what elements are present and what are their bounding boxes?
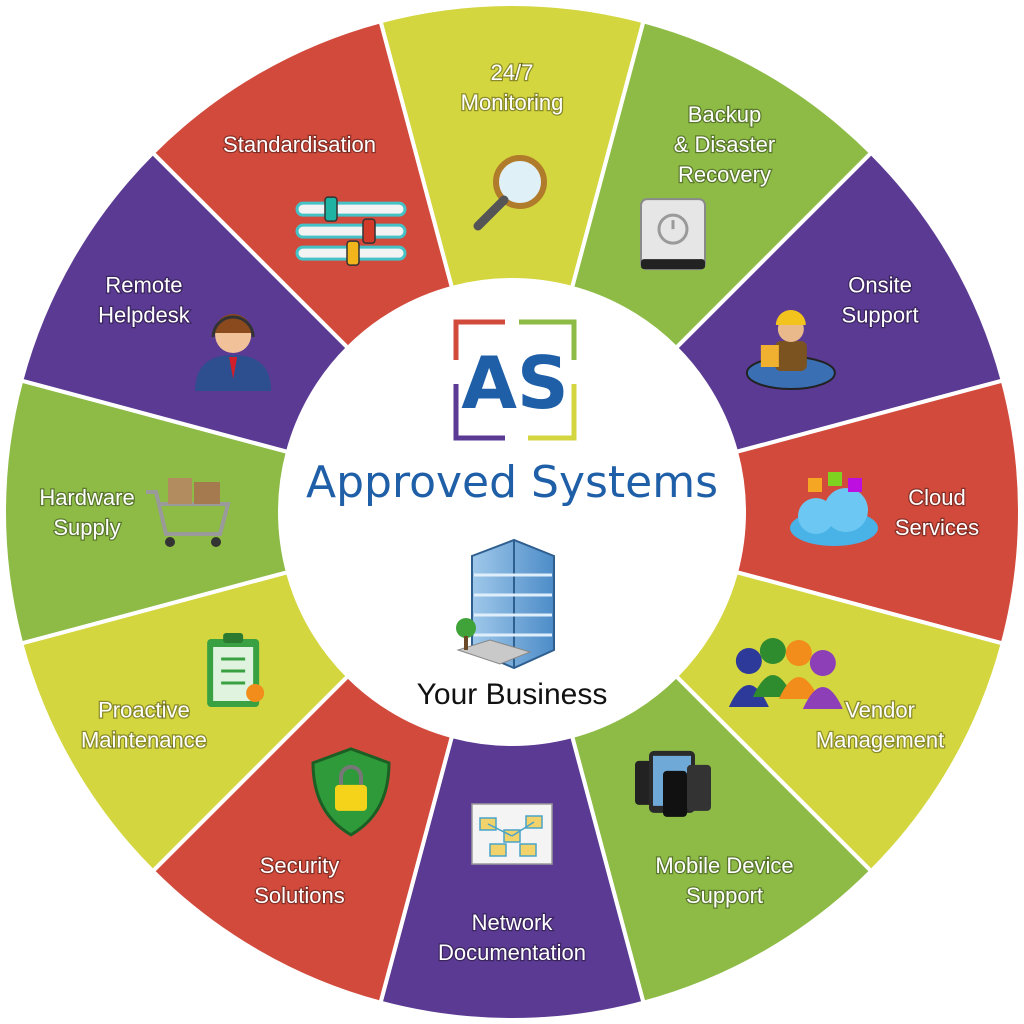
cloud-icon [790,472,878,546]
network-diagram-icon [471,803,553,865]
segment-label: Vendor [845,698,915,723]
segment-label: Standardisation [223,132,376,157]
segment-label: Supply [53,515,120,540]
mobile-devices-icon [635,750,711,817]
center-caption: Your Business [417,678,608,711]
segment-label: Monitoring [461,90,564,115]
segment-label: 24/7 [491,60,534,85]
logo-mark: AS [461,341,569,425]
segment-label: Hardware [39,485,134,510]
segment-label: Maintenance [81,728,207,753]
segment-label: Management [816,728,944,753]
segment-label: Network [472,910,554,935]
building-icon [456,538,555,670]
segment-label: Helpdesk [98,303,191,328]
segment-label: Cloud [908,485,965,510]
segment-label: Security [260,853,339,878]
sliders-icon [295,196,407,266]
technician-icon [745,310,836,390]
service-icons [146,155,878,865]
segment-label: Proactive [98,698,190,723]
segment-label: Support [842,303,919,328]
segment-label: Recovery [678,162,771,187]
segment-label: & Disaster [674,132,775,157]
segment-label: Support [686,883,763,908]
people-group-icon [728,638,843,709]
helpdesk-agent-icon [195,314,272,391]
brand-name: Approved Systems [306,457,718,508]
segment-label: Services [895,515,979,540]
segment-label: Documentation [438,940,586,965]
logo-frame [453,319,577,441]
shopping-cart-icon [146,478,231,547]
segment-label: Solutions [254,883,345,908]
segment-label: Remote [105,273,182,298]
segment-label: Backup [688,102,761,127]
segment-label: Onsite [848,273,912,298]
shield-lock-icon [311,747,391,837]
hard-drive-icon [640,198,706,271]
center-hub [280,280,744,744]
clipboard-icon [207,633,265,707]
magnifier-icon [473,155,547,231]
segment-label: Mobile Device [655,853,793,878]
